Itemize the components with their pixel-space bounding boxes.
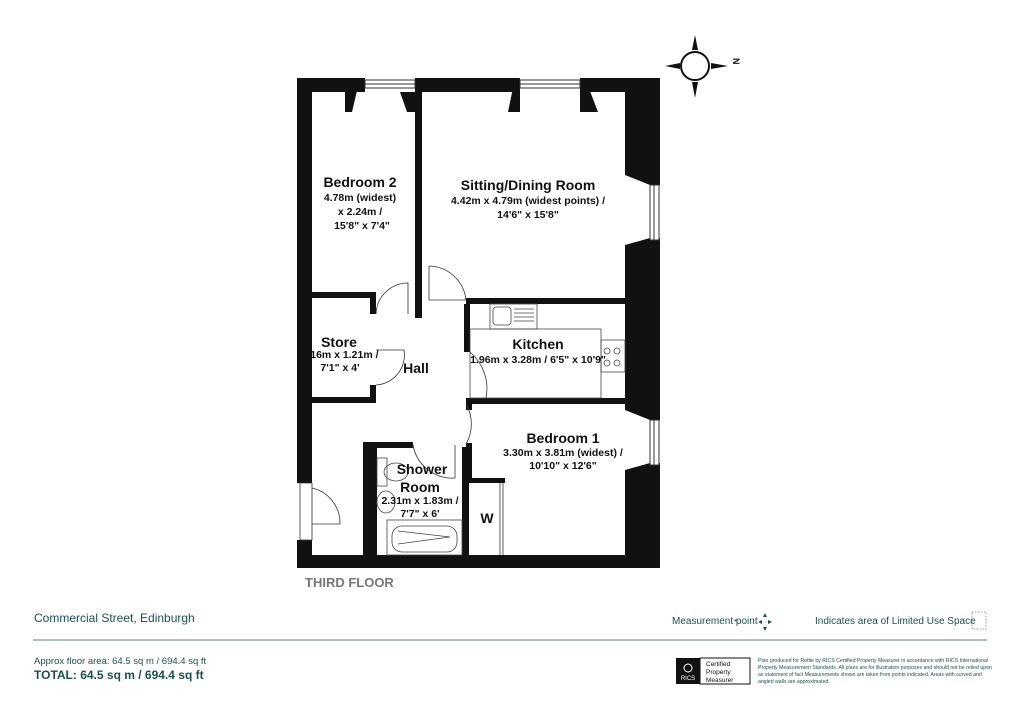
room-store: Store 2.16m x 1.21m / 7'1" x 4' xyxy=(301,334,378,374)
rics-badge-text: Certified xyxy=(706,661,731,668)
rics-badge: RICS Certified Property Measurer xyxy=(676,657,751,685)
room-dims: x 2.24m / xyxy=(338,206,382,218)
rics-badge-text: Measurer xyxy=(706,677,734,684)
room-name: Sitting/Dining Room xyxy=(461,177,596,193)
room-dims: 2.31m x 1.83m / xyxy=(381,495,458,507)
room-dims: 3.30m x 3.81m (widest) / xyxy=(503,447,623,459)
room-shower: Shower Room 2.31m x 1.83m / 7'7" x 6' xyxy=(381,461,458,520)
limited-use-icon xyxy=(971,611,987,630)
room-hall: Hall xyxy=(403,360,429,376)
address: Commercial Street, Edinburgh xyxy=(34,611,195,625)
walls xyxy=(297,78,660,568)
limited-use-legend: Indicates area of Limited Use Space xyxy=(815,616,976,627)
rics-logo: RICS xyxy=(681,676,695,682)
compass: N xyxy=(665,35,741,98)
doors xyxy=(299,265,504,555)
room-kitchen: Kitchen 1.96m x 3.28m / 6'5" x 10'9" xyxy=(470,336,606,366)
room-dims: 4.78m (widest) xyxy=(324,192,396,204)
room-name: Bedroom 2 xyxy=(323,174,396,190)
room-name: Room xyxy=(400,479,440,495)
room-dims: 7'7" x 6' xyxy=(400,508,439,520)
compass-label: N xyxy=(731,58,741,65)
approx-floor-area: Approx floor area: 64.5 sq m / 694.4 sq … xyxy=(34,656,207,667)
room-dims: 4.42m x 4.79m (widest points) / xyxy=(451,195,605,207)
room-dims: 15'8" x 7'4" xyxy=(334,220,390,232)
room-bedroom-2: Bedroom 2 4.78m (widest) x 2.24m / 15'8"… xyxy=(323,174,396,232)
room-name: Store xyxy=(321,334,357,350)
room-wardrobe: W xyxy=(480,510,494,526)
fixtures xyxy=(376,303,737,622)
room-name: Kitchen xyxy=(512,336,563,352)
room-bedroom-1: Bedroom 1 3.30m x 3.81m (widest) / 10'10… xyxy=(503,430,623,472)
room-dims: 7'1" x 4' xyxy=(320,362,359,374)
room-dims: 14'6" x 15'8" xyxy=(497,209,559,221)
compass-icon xyxy=(680,51,710,81)
measurement-point-icon xyxy=(758,613,772,631)
measurement-point-legend: Measurement point xyxy=(672,616,758,627)
room-dims: 10'10" x 12'6" xyxy=(529,460,597,472)
rics-badge-text: Property xyxy=(706,669,731,676)
room-name: Bedroom 1 xyxy=(526,430,599,446)
floor-label: THIRD FLOOR xyxy=(305,575,394,590)
room-dims: 1.96m x 3.28m / 6'5" x 10'9" xyxy=(470,354,606,366)
disclaimer: Plan produced for Rettie by RICS Certifi… xyxy=(758,658,992,685)
room-name: Shower xyxy=(397,461,448,477)
windows xyxy=(364,79,660,466)
total-area: TOTAL: 64.5 sq m / 694.4 sq ft xyxy=(34,668,204,682)
room-sitting-dining: Sitting/Dining Room 4.42m x 4.79m (wides… xyxy=(451,177,605,221)
room-dims: 2.16m x 1.21m / xyxy=(301,349,378,361)
